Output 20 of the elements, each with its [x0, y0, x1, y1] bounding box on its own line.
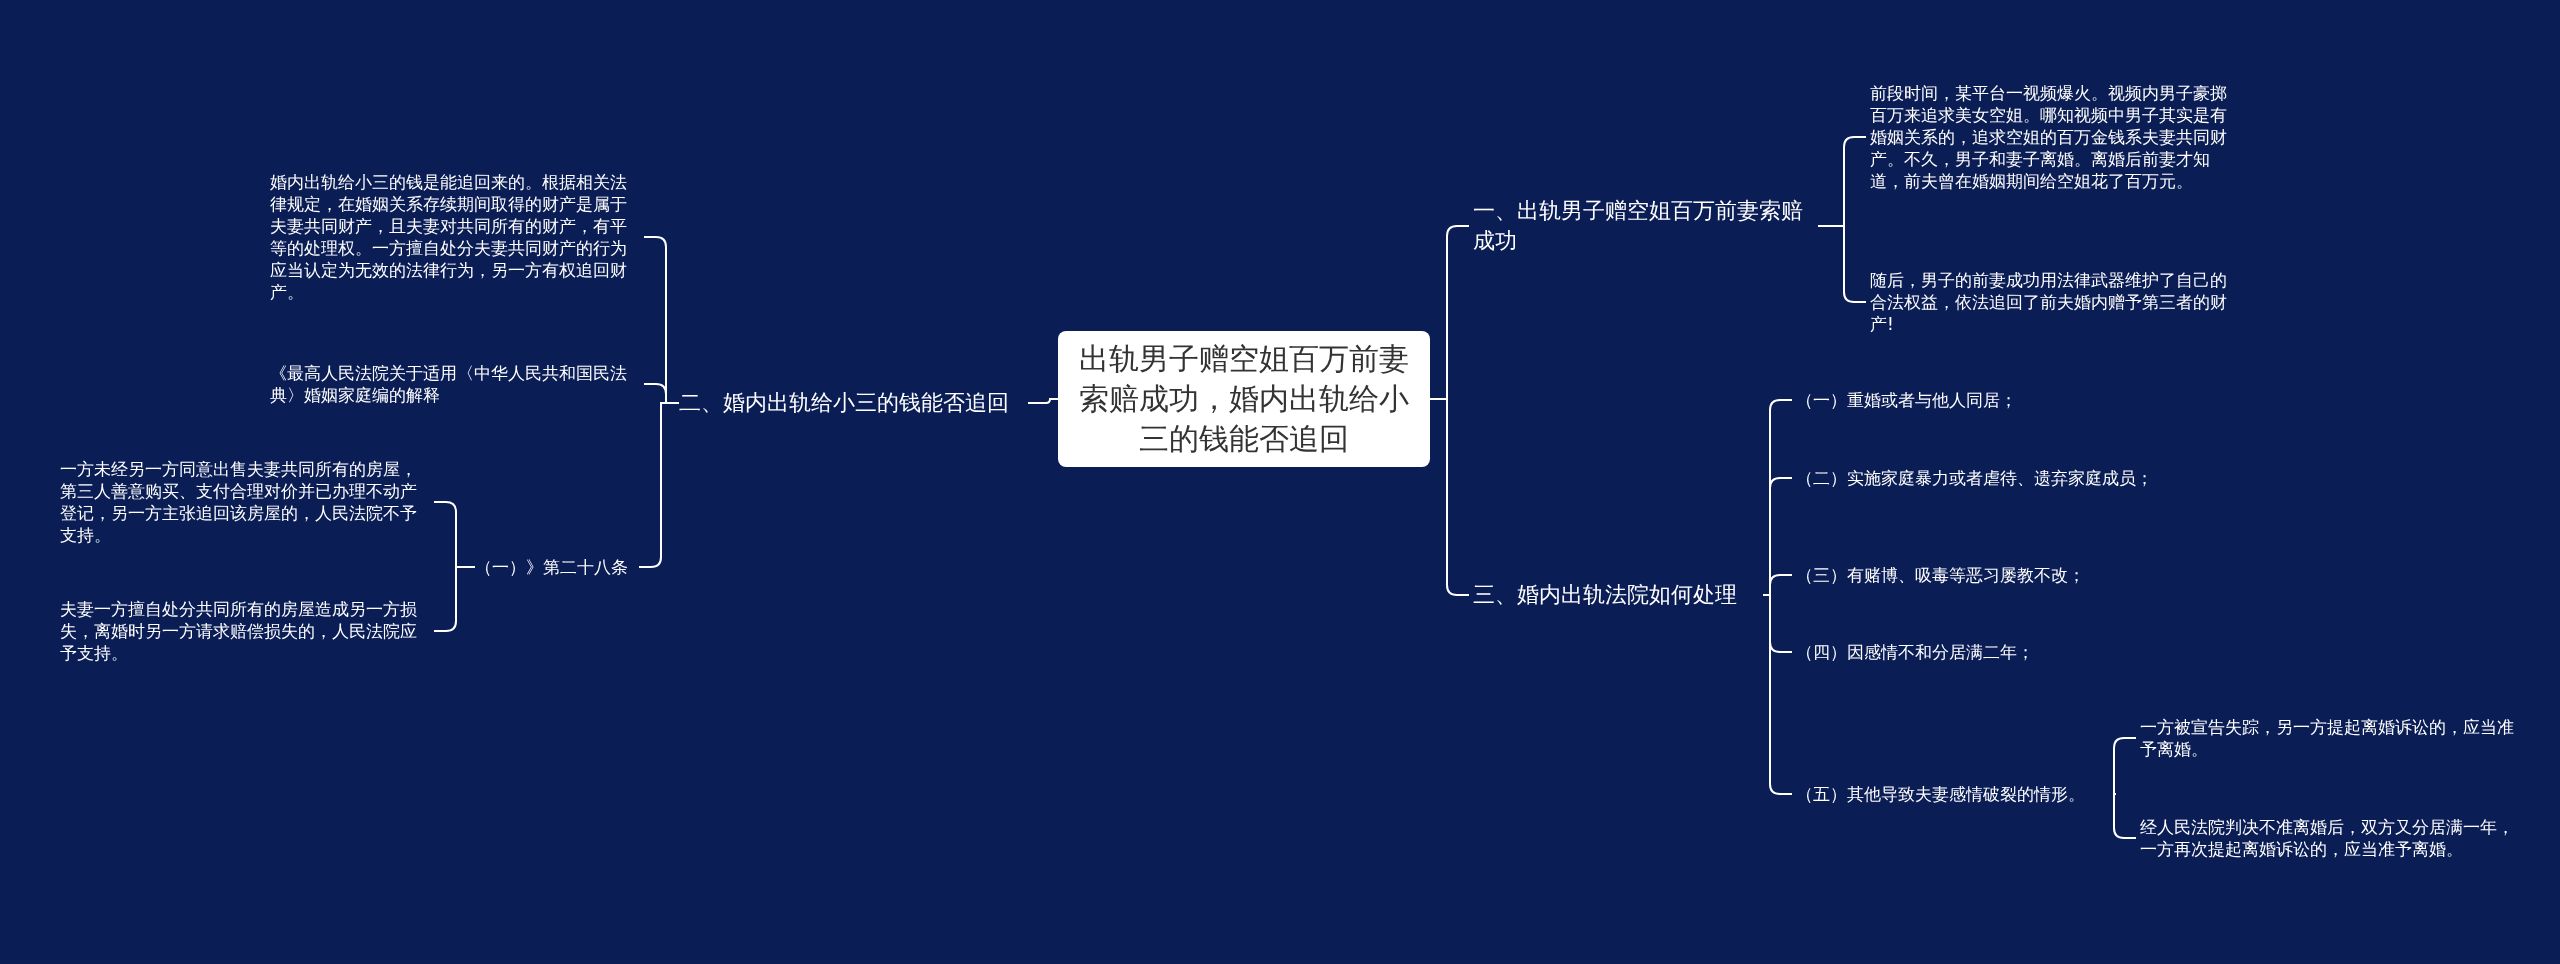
leaf-text: 一方被宣告失踪，另一方提起离婚诉讼的，应当准予离婚。	[2140, 716, 2520, 760]
connector-line	[2113, 793, 2137, 839]
leaf-text: （二）实施家庭暴力或者虐待、遗弃家庭成员；	[1796, 467, 2156, 489]
leaf-text: （五）其他导致夫妻感情破裂的情形。	[1796, 783, 2116, 805]
leaf-text: 婚内出轨给小三的钱是能追回来的。根据相关法律规定，在婚姻关系存续期间取得的财产是属于夫妻共同财产，且夫妻对共同所有的财产，有平等的处理权。一方擅自处分夫妻共同财产的行为应当认定为无效的法律行为，另一方有权追回财产。	[270, 171, 640, 303]
leaf-text: （三）有赌博、吸毒等恶习屡教不改；	[1796, 564, 2156, 586]
branch-topic: 三、婚内出轨法院如何处理	[1473, 580, 1763, 610]
leaf-text: 经人民法院判决不准离婚后，双方又分居满一年，一方再次提起离婚诉讼的，应当准予离婚。	[2140, 816, 2520, 860]
leaf-text: （四）因感情不和分居满二年；	[1796, 641, 2156, 663]
connector-line	[1027, 398, 1059, 404]
leaf-text: 前段时间，某平台一视频爆火。视频内男子豪掷百万来追求美女空姐。哪知视频中男子其实是有婚姻关系的，追求空姐的百万金钱系夫妻共同财产。不久，男子和妻子离婚。离婚后前妻才知道，前夫曾在婚姻期间给空姐花了百万元。	[1870, 82, 2240, 192]
root-topic-box: 出轨男子赠空姐百万前妻索赔成功，婚内出轨给小三的钱能否追回	[1058, 331, 1430, 467]
branch-topic: 一、出轨男子赠空姐百万前妻索赔成功	[1473, 196, 1818, 256]
branch-topic: 二、婚内出轨给小三的钱能否追回	[679, 388, 1024, 418]
leaf-text: （一）重婚或者与他人同居；	[1796, 389, 2156, 411]
leaf-text: 《最高人民法院关于适用〈中华人民共和国民法典〉婚姻家庭编的解释	[270, 362, 640, 406]
leaf-text: 夫妻一方擅自处分共同所有的房屋造成另一方损失，离婚时另一方请求赔偿损失的，人民法院应予支持。	[60, 598, 430, 664]
leaf-text: 一方未经另一方同意出售夫妻共同所有的房屋，第三人善意购买、支付合理对价并已办理不动产登记，另一方主张追回该房屋的，人民法院不予支持。	[60, 458, 430, 546]
leaf-text: 随后，男子的前妻成功用法律武器维护了自己的合法权益，依法追回了前夫婚内赠予第三者的财产!	[1870, 269, 2240, 335]
leaf-text: （一）》第二十八条	[475, 556, 635, 578]
